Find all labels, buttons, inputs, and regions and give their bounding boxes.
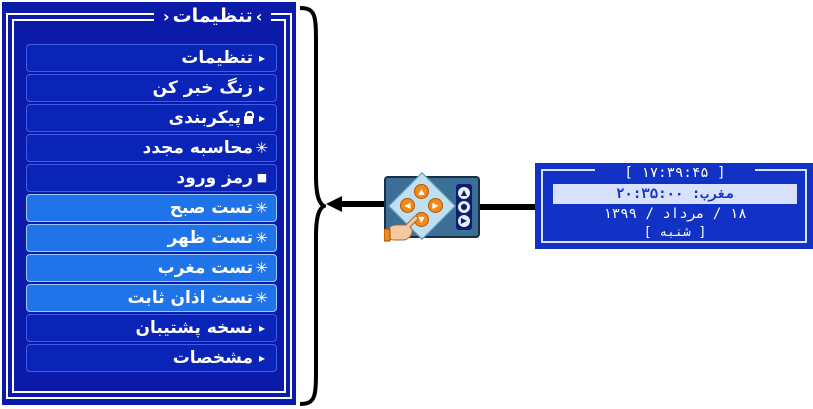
- lcd-date: ۱۸ / مرداد / ۱۳۹۹: [603, 206, 747, 222]
- menu-item-label: نسخه پشتیبان: [135, 318, 253, 338]
- keypad-side-up-button[interactable]: ▲: [458, 187, 470, 199]
- lcd-display: [ ۱۷:۳۹:۴۵ ] مغرب: ۲۰:۳۵:۰۰ ۱۸ / مرداد /…: [535, 163, 813, 249]
- connector-line-left: [340, 201, 384, 207]
- menu-item[interactable]: ▸ زنگ خبر کن: [26, 74, 277, 102]
- star-icon: ✳: [255, 229, 268, 247]
- menu-item-label: زنگ خبر کن: [152, 78, 253, 98]
- star-icon: ✳: [255, 259, 268, 277]
- menu-list: ▸تنظیمات▸زنگ خبر کن▸پیکربندی✳محاسبه مجدد…: [26, 44, 277, 374]
- menu-item[interactable]: ▸ پیکربندی: [26, 104, 277, 132]
- menu-item[interactable]: ▸ مشخصات: [26, 344, 277, 372]
- title-chevron-left-icon: ‹: [163, 7, 170, 26]
- keypad-up-button[interactable]: ▲: [414, 184, 429, 199]
- menu-item[interactable]: ✳محاسبه مجدد: [26, 134, 277, 162]
- menu-item-label: تست اذان ثابت: [127, 288, 253, 308]
- menu-item-label: رمز ورود: [176, 168, 253, 188]
- title-chevron-right-icon: ›: [255, 7, 263, 26]
- menu-item-label: محاسبه مجدد: [142, 138, 253, 158]
- menu-item-label: پیکربندی: [168, 108, 241, 128]
- lcd-prayer-time: مغرب: ۲۰:۳۵:۰۰: [553, 184, 797, 204]
- star-icon: ✳: [255, 139, 268, 157]
- menu-item[interactable]: ✳تست صبح: [26, 194, 277, 222]
- arrow-icon: ▸: [258, 321, 266, 335]
- menu-item-label: تست ظهر: [167, 228, 253, 248]
- keypad-side-next-button[interactable]: ▶: [458, 215, 470, 227]
- menu-item[interactable]: ▸ تنظیمات: [26, 44, 277, 72]
- menu-title-text: تنظیمات: [172, 5, 253, 27]
- menu-item[interactable]: ✳تست مغرب: [26, 254, 277, 282]
- square-icon: ■: [256, 171, 268, 184]
- pointing-hand-icon: [384, 215, 419, 242]
- menu-item-label: تنظیمات: [181, 48, 253, 68]
- keypad-left-button[interactable]: ◀: [400, 198, 415, 213]
- menu-title: ›تنظیمات‹: [154, 2, 272, 30]
- menu-item[interactable]: ✳تست اذان ثابت: [26, 284, 277, 312]
- menu-frame-outer: [6, 13, 292, 399]
- curly-brace-icon: [299, 6, 326, 406]
- keypad-side-ok-button[interactable]: ●: [458, 201, 470, 213]
- arrow-icon: ▸: [258, 51, 266, 65]
- lcd-time: [ ۱۷:۳۹:۴۵ ]: [595, 164, 755, 182]
- star-icon: ✳: [255, 199, 268, 217]
- arrow-left-icon: [326, 196, 342, 212]
- arrow-icon: ▸: [258, 351, 266, 365]
- menu-item[interactable]: ✳تست ظهر: [26, 224, 277, 252]
- menu-item[interactable]: ■رمز ورود: [26, 164, 277, 192]
- menu-item-label: تست مغرب: [157, 258, 253, 278]
- arrow-icon: ▸: [258, 111, 266, 125]
- menu-item-label: مشخصات: [172, 348, 253, 368]
- settings-menu-panel: ›تنظیمات‹ ▸تنظیمات▸زنگ خبر کن▸پیکربندی✳م…: [2, 2, 296, 405]
- lcd-weekday: [ شنبه ]: [615, 225, 735, 241]
- keypad-side-panel: ▲ ● ▶: [456, 184, 472, 230]
- menu-frame-inner: [12, 19, 286, 393]
- arrow-icon: ▸: [258, 81, 266, 95]
- star-icon: ✳: [255, 289, 268, 307]
- menu-item[interactable]: ▸ نسخه پشتیبان: [26, 314, 277, 342]
- lock-icon: [244, 111, 254, 124]
- keypad-right-button[interactable]: ▶: [428, 198, 443, 213]
- menu-item-label: تست صبح: [169, 198, 253, 218]
- connector-line-right: [480, 204, 535, 210]
